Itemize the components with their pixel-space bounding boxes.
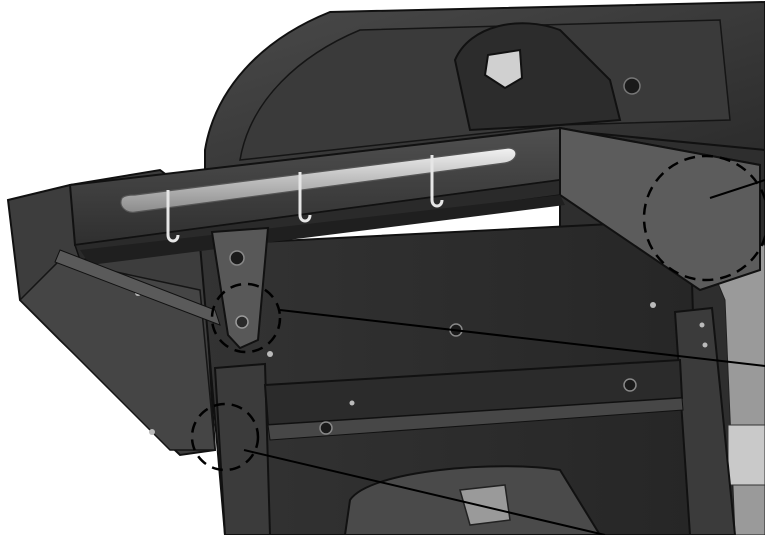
- bolt-icon: [702, 342, 708, 348]
- shelf-support: [80, 195, 565, 265]
- tool-hook-icon: [298, 172, 312, 223]
- front-right-post: [673, 306, 737, 535]
- callout-bracket: [210, 282, 765, 367]
- cross-rail-lip: [267, 397, 684, 441]
- bracket-bolt-icon: [229, 250, 245, 266]
- shelf-bracket: [210, 226, 270, 350]
- bolt-icon: [623, 378, 637, 392]
- bolt-icon: [149, 429, 155, 435]
- bolt-icon: [650, 302, 656, 308]
- towel-bar-icon: [120, 147, 517, 213]
- door-latch-icon: [459, 484, 511, 526]
- shelf-brace: [54, 249, 221, 326]
- tool-hook-icon: [430, 155, 444, 208]
- callout-lower-left: [190, 402, 606, 535]
- callout-upper-right: [642, 154, 765, 282]
- bolt-icon: [699, 322, 705, 328]
- burner-detail: [727, 424, 765, 486]
- lid-handle-bracket: [453, 22, 622, 132]
- bolt-icon: [349, 400, 355, 406]
- bolt-icon: [319, 421, 333, 435]
- bolt-icon: [267, 351, 273, 357]
- lid-bolt-icon: [623, 77, 641, 95]
- wing-lower-panel: [18, 259, 216, 451]
- front-left-post: [213, 362, 272, 535]
- lid-cutout: [483, 48, 524, 90]
- tool-hook-icon: [166, 190, 180, 243]
- bracket-bolt-icon: [235, 315, 249, 329]
